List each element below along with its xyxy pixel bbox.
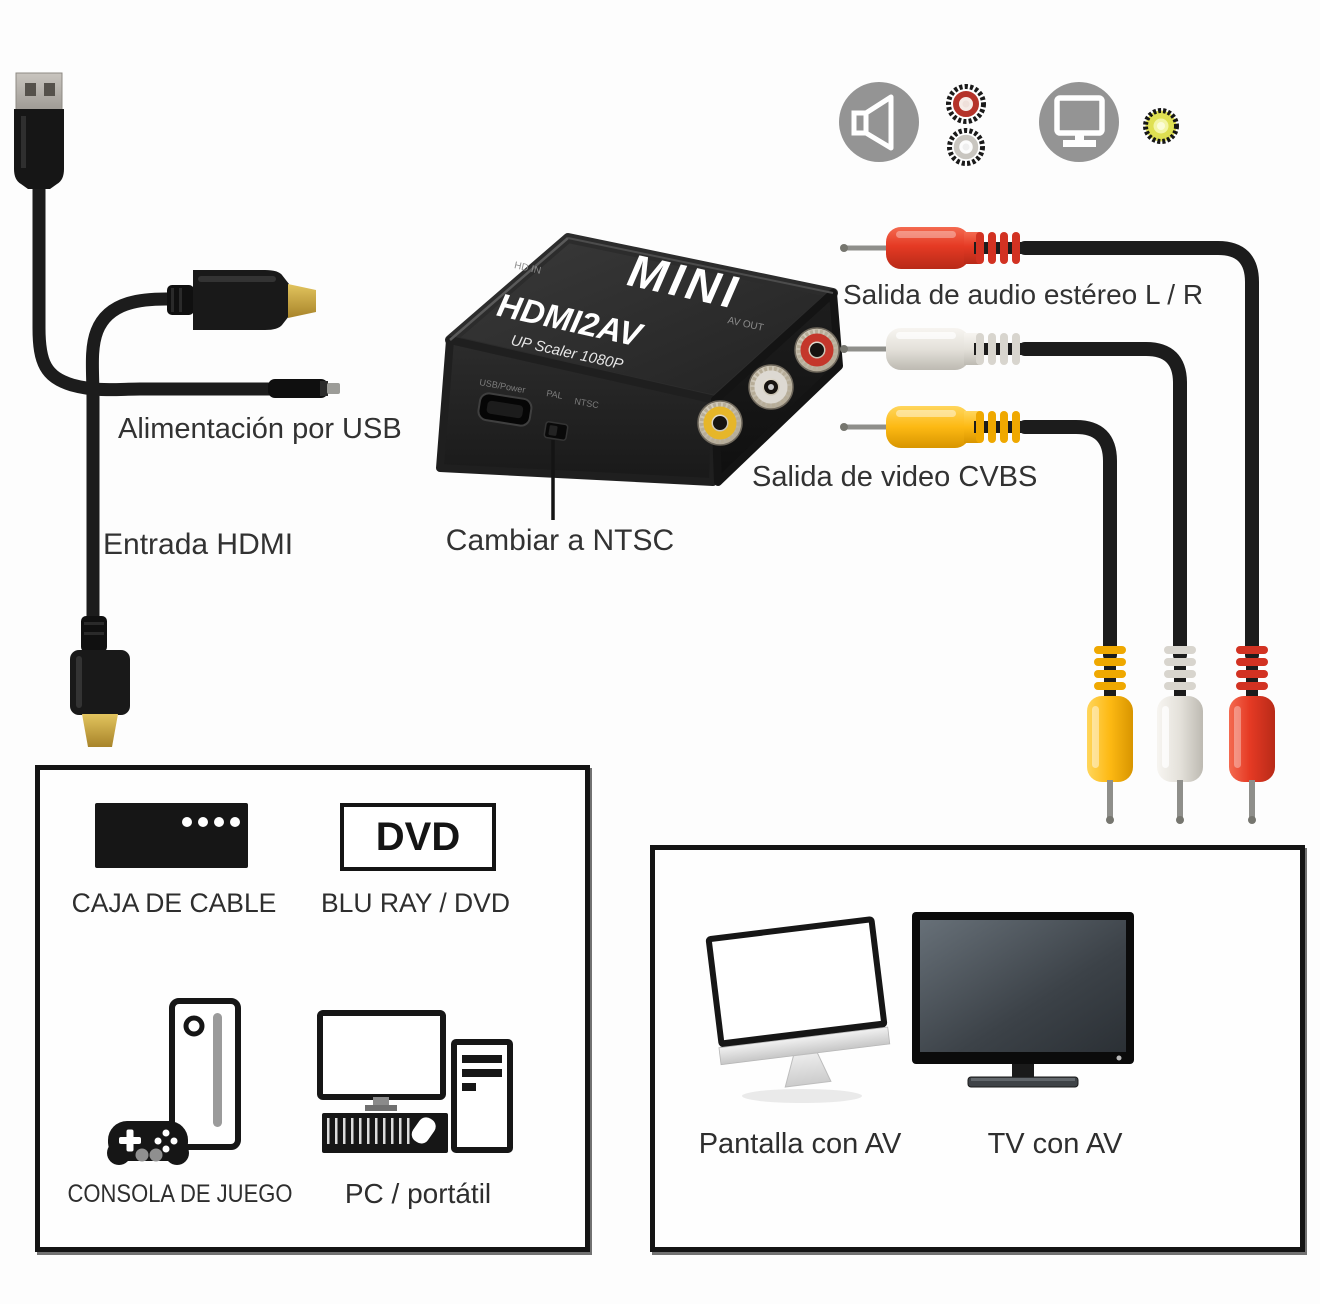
usb-power-callout: Alimentación por USB: [118, 413, 402, 445]
audio-output-callout: Salida de audio estéreo L / R: [843, 279, 1204, 310]
hdmi-cable: [70, 270, 316, 747]
hdmi-gold-tip: [288, 284, 316, 318]
bluray-dvd-label: BLU RAY / DVD: [321, 888, 510, 918]
hdmi-input-callout: Entrada HDMI: [103, 528, 294, 561]
hdmi-connector-to-source: [70, 616, 130, 747]
rca-output-jack-white: [748, 364, 794, 410]
gamepad-icon: [107, 1121, 189, 1165]
ntsc-switch-callout: Cambiar a NTSC: [445, 524, 675, 557]
usb-a-metal-shroud: [15, 72, 63, 112]
rca-plug-white: [840, 328, 1032, 370]
console-label: CONSOLA DE JUEGO: [67, 1180, 293, 1208]
rca-cables-graphic: [840, 227, 1275, 824]
rca-plug-red-down: [1229, 642, 1275, 824]
rca-white-jack-icon: [946, 127, 986, 167]
usb-cable: [32, 178, 277, 397]
av-tv-icon: [912, 912, 1134, 1088]
cable-box-label: CAJA DE CABLE: [71, 888, 277, 918]
pal-ntsc-switch: [543, 421, 569, 441]
monitor-icon: [1039, 82, 1119, 162]
left-cables-graphic: [14, 72, 340, 747]
hdmi-cable-wire: [85, 292, 197, 629]
speaker-icon: [839, 82, 919, 162]
rca-plug-yellow: [840, 406, 1032, 448]
pal-label: PAL: [546, 388, 564, 401]
usb-power-cable: [14, 72, 340, 398]
rca-plug-white-down: [1157, 642, 1203, 824]
tv-av-label: TV con AV: [987, 1128, 1123, 1160]
displays-box: Pantalla con AV TV con AV: [650, 845, 1305, 1252]
mini-usb-port: [477, 392, 533, 427]
pc-icon: [317, 1010, 513, 1153]
hdmi-gold-tip-lower: [82, 714, 118, 747]
video-output-callout: Salida de video CVBS: [752, 461, 1038, 493]
sources-box: DVD CAJA DE CABLE BLU RAY / DVD: [35, 765, 590, 1252]
screen-av-label: Pantalla con AV: [698, 1128, 902, 1160]
rca-plug-red: [840, 227, 1032, 269]
dvd-logo: DVD: [340, 803, 496, 871]
rca-plug-yellow-down: [1087, 642, 1133, 824]
rca-output-jack-yellow: [697, 400, 743, 446]
converter-box: MINI HDMI2AV UP Scaler 1080P HD IN AV OU…: [436, 233, 843, 520]
yellow-cable: [1018, 420, 1117, 662]
hdmi-connector-to-converter: [167, 270, 316, 330]
usb-a-body: [14, 109, 64, 189]
converter-front-face: [436, 336, 719, 486]
av-monitor-icon: [705, 916, 891, 1103]
monitor-glyph: [1054, 95, 1105, 147]
rca-red-jack-icon: [945, 83, 987, 125]
cable-box-icon: [95, 803, 248, 868]
ntsc-label: NTSC: [574, 396, 600, 410]
rca-output-jack-red: [794, 327, 840, 373]
rca-yellow-jack-icon: [1142, 107, 1180, 145]
pc-label: PC / portátil: [344, 1178, 492, 1209]
red-cable: [1018, 241, 1259, 662]
game-console-icon: [107, 998, 241, 1165]
speaker-glyph: [851, 94, 894, 151]
white-cable: [1018, 342, 1187, 662]
mouse-icon: [411, 1117, 436, 1144]
power-plug: [268, 379, 328, 398]
